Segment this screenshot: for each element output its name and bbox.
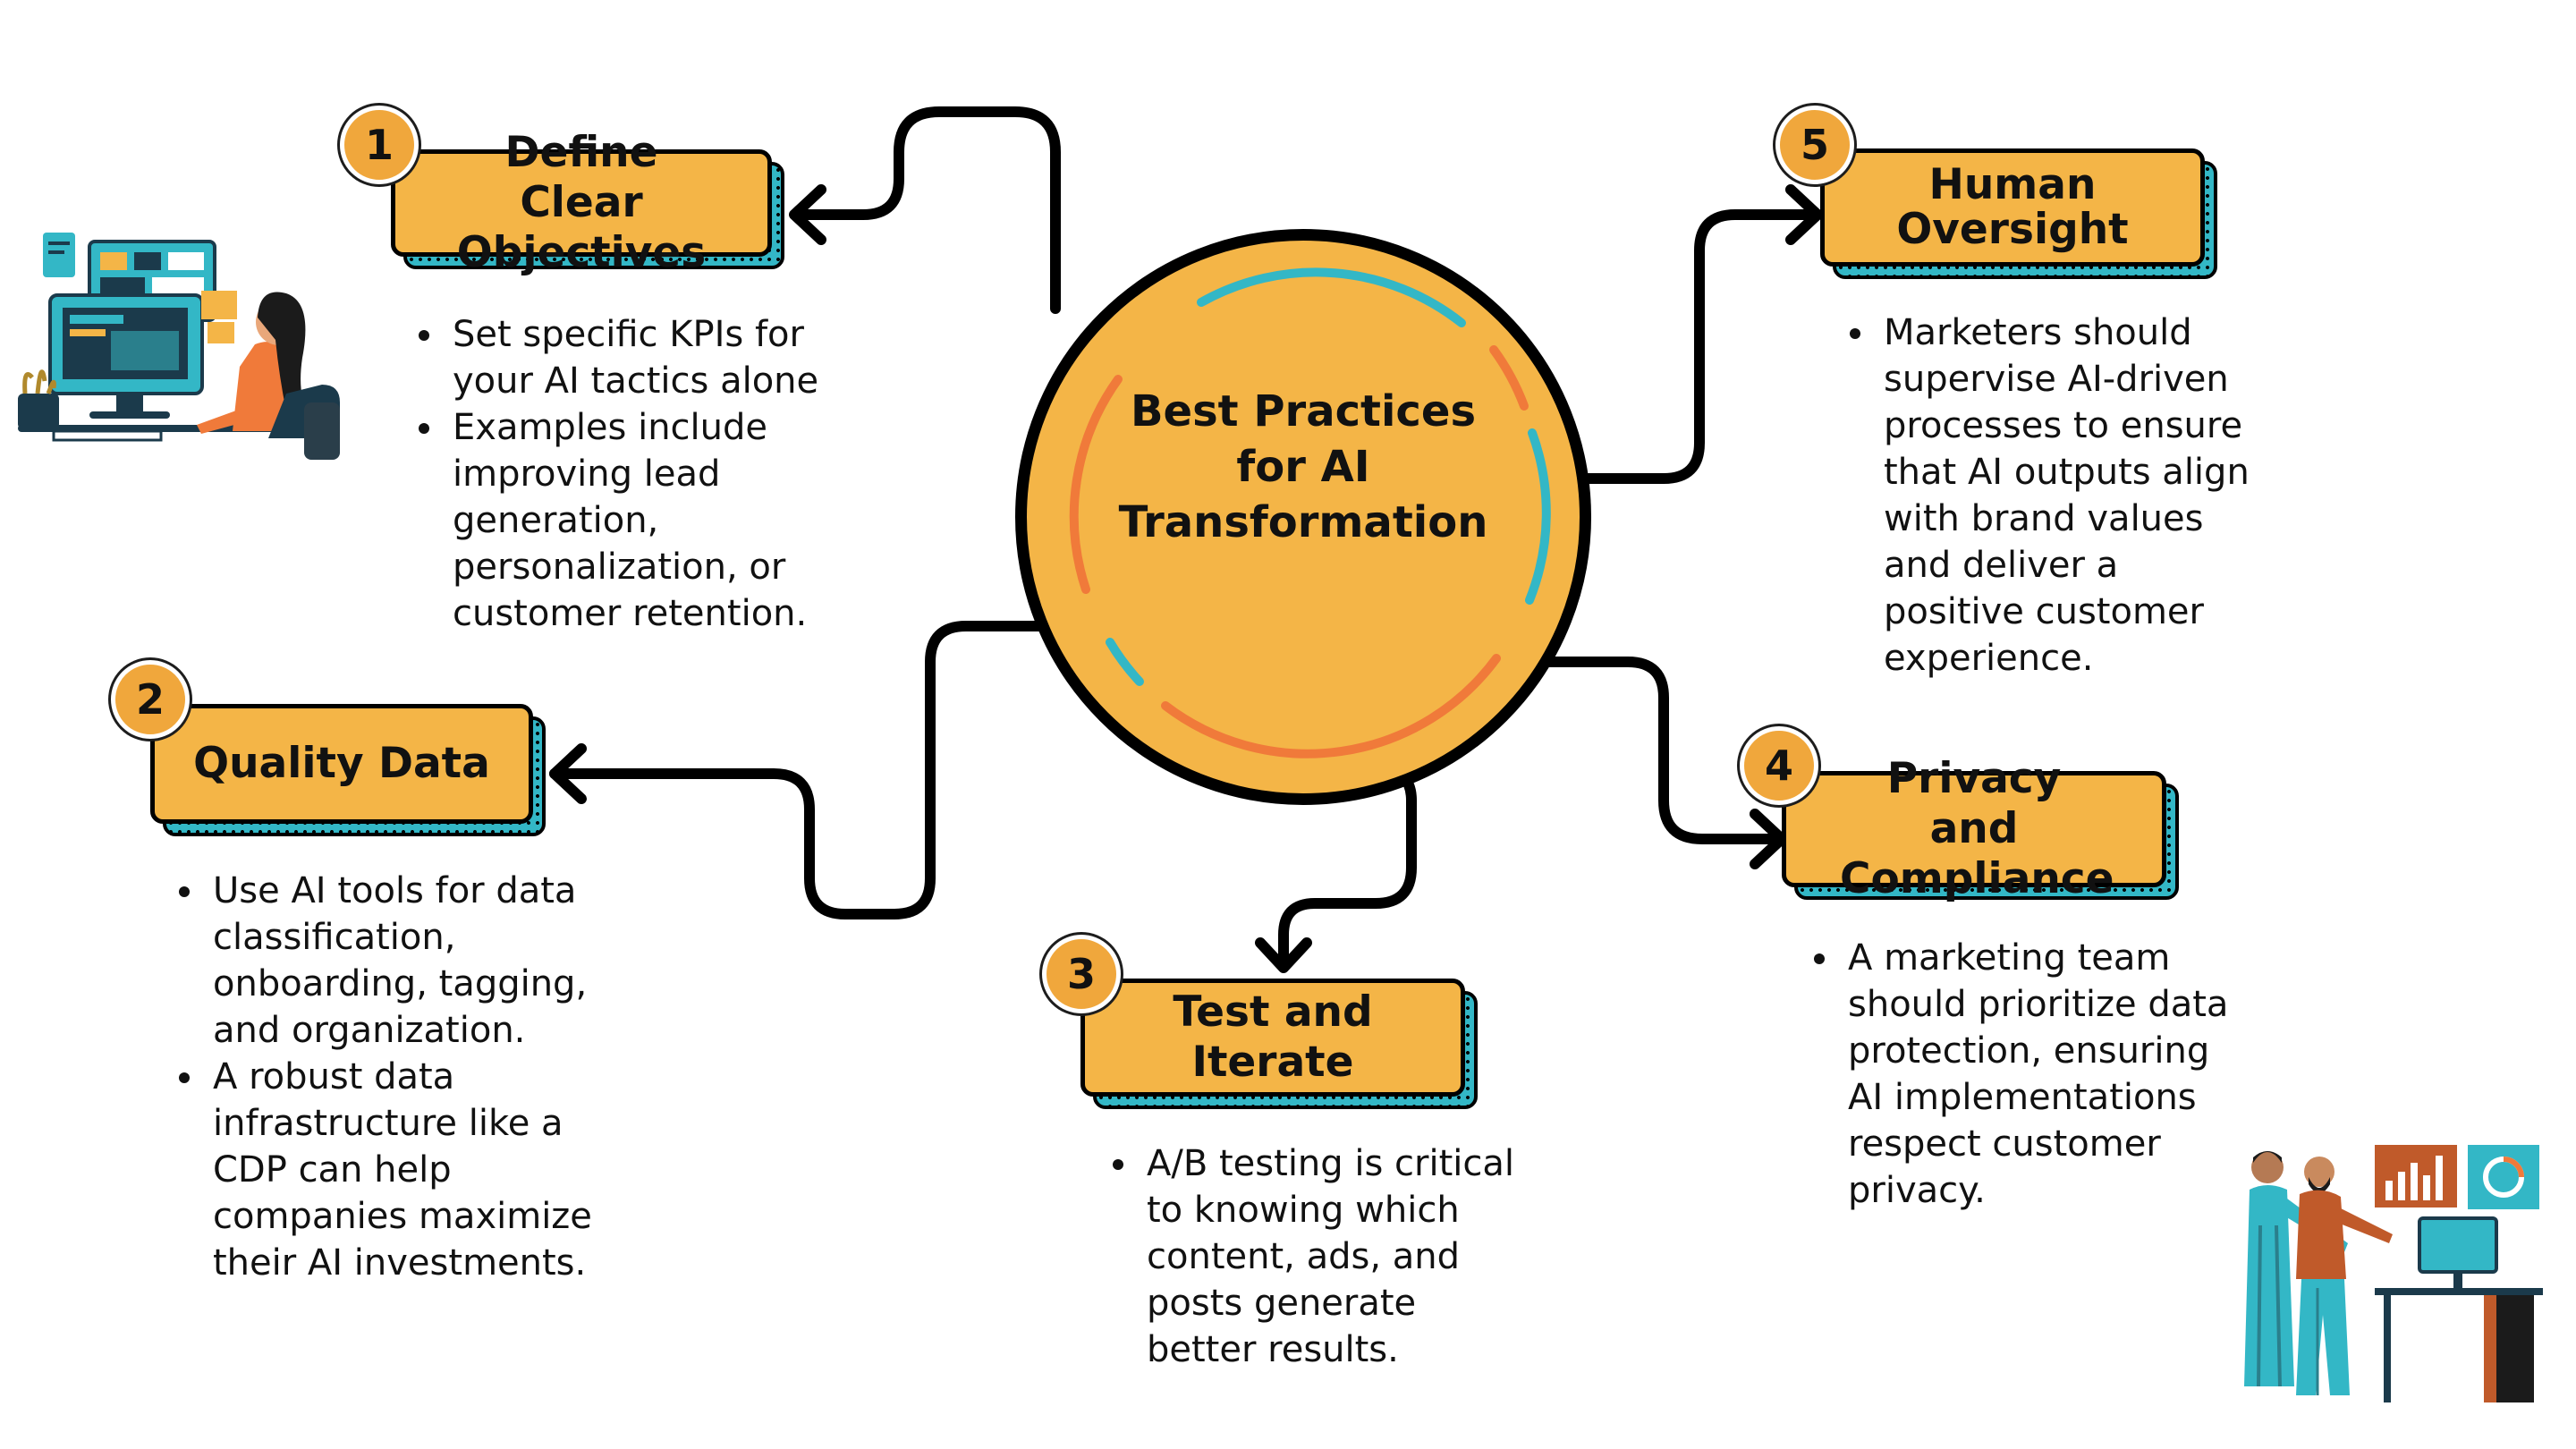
people-charts-icon: [2244, 1145, 2543, 1402]
step-5-bullet-1: Marketers should supervise AI-driven pro…: [1843, 309, 2263, 682]
arrowhead-step-1: [789, 184, 826, 245]
person-desk-icon: [18, 233, 340, 460]
step-5-card: Human Oversight: [1820, 148, 2217, 279]
step-2-badge: 2: [111, 660, 190, 739]
step-4-bullet-1: A marketing team should prioritize data …: [1807, 935, 2236, 1214]
step-3-badge: 3: [1042, 935, 1121, 1013]
step-2-bullets: Use AI tools for data classification, on…: [172, 868, 619, 1286]
step-3-title: Test and Iterate: [1173, 987, 1373, 1087]
step-2-bullet-2: A robust data infrastructure like a CDP …: [172, 1054, 619, 1286]
step-4-badge: 4: [1740, 726, 1818, 805]
arrowhead-step-3: [1255, 937, 1312, 973]
step-2-bullet-1: Use AI tools for data classification, on…: [172, 868, 619, 1054]
step-5-badge: 5: [1775, 106, 1854, 184]
step-3-bullet-1: A/B testing is critical to knowing which…: [1106, 1140, 1535, 1373]
connector-step-4: [1520, 657, 1785, 844]
step-1-badge: 1: [340, 106, 419, 184]
step-5-bullets: Marketers should supervise AI-driven pro…: [1843, 309, 2263, 682]
step-4-bullets: A marketing team should prioritize data …: [1807, 935, 2236, 1214]
connector-step-5: [1582, 209, 1821, 484]
arrowhead-step-5: [1785, 184, 1823, 245]
step-2-card: Quality Data: [150, 704, 546, 836]
arrowhead-step-2: [549, 743, 587, 804]
connector-step-2: [549, 621, 1052, 919]
step-1-title: Define Clear Objectives: [456, 128, 707, 277]
step-5-title: Human Oversight: [1896, 160, 2129, 254]
step-4-card: Privacy and Compliance: [1782, 754, 2179, 903]
step-1-bullet-2: Examples include improving lead generati…: [411, 404, 841, 637]
step-3-card: Test and Iterate: [1080, 979, 1478, 1109]
step-4-title: Privacy and Compliance: [1840, 754, 2114, 903]
hub-circle: Best Practices for AI Transformation: [1015, 229, 1591, 805]
step-3-bullets: A/B testing is critical to knowing which…: [1106, 1140, 1535, 1373]
connector-step-1: [791, 106, 1061, 314]
hub-title: Best Practices for AI Transformation: [1118, 386, 1488, 547]
step-2-title: Quality Data: [193, 739, 490, 788]
step-1-bullet-1: Set specific KPIs for your AI tactics al…: [411, 311, 841, 404]
step-1-bullets: Set specific KPIs for your AI tactics al…: [411, 311, 841, 637]
step-1-card: Define Clear Objectives: [391, 128, 784, 277]
hub-dashed-ring: [1069, 267, 1551, 758]
